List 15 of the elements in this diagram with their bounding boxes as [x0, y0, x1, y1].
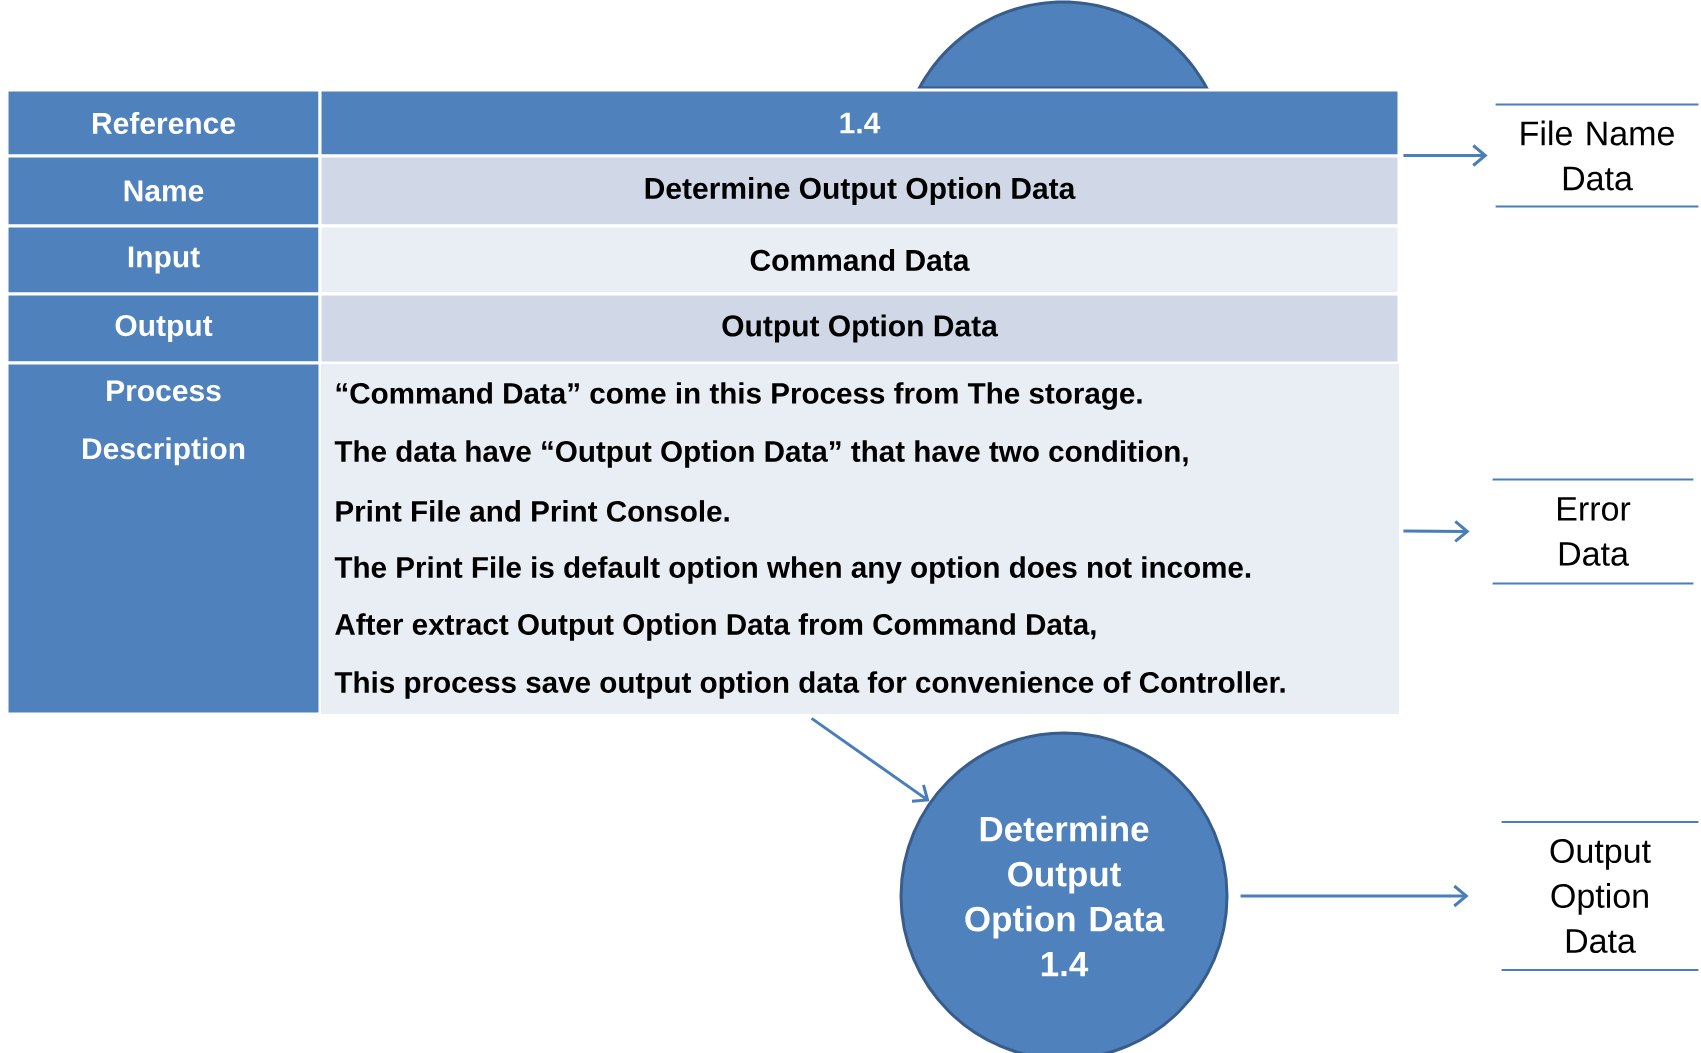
header-cell: Reference [5, 88, 322, 158]
arrow [810, 717, 930, 803]
arrow [1403, 520, 1470, 543]
arrow [1403, 144, 1488, 167]
header-cell: Output [5, 292, 322, 365]
header-cell: Input [5, 224, 322, 296]
table-cell: Determine Output Option Data [318, 154, 1401, 228]
table-cell: Output Option Data [318, 292, 1401, 365]
arrow [1240, 884, 1469, 908]
data-store: File Name Data [1494, 103, 1700, 208]
data-store: Output Option Data [1500, 821, 1700, 971]
header-cell: Name [5, 154, 322, 228]
data-store: Error Data [1491, 478, 1695, 585]
table-cell: Command Data [318, 224, 1401, 296]
description-cell: “Command Data” come in this Process from The storage. The data have “Output Option Data” that have two condition, Print File and Print Console. The Print File is default option when any option does not income. After extract Output Option Data from Command Data, This process save output option data for convenience of Controller. [321, 364, 1399, 714]
